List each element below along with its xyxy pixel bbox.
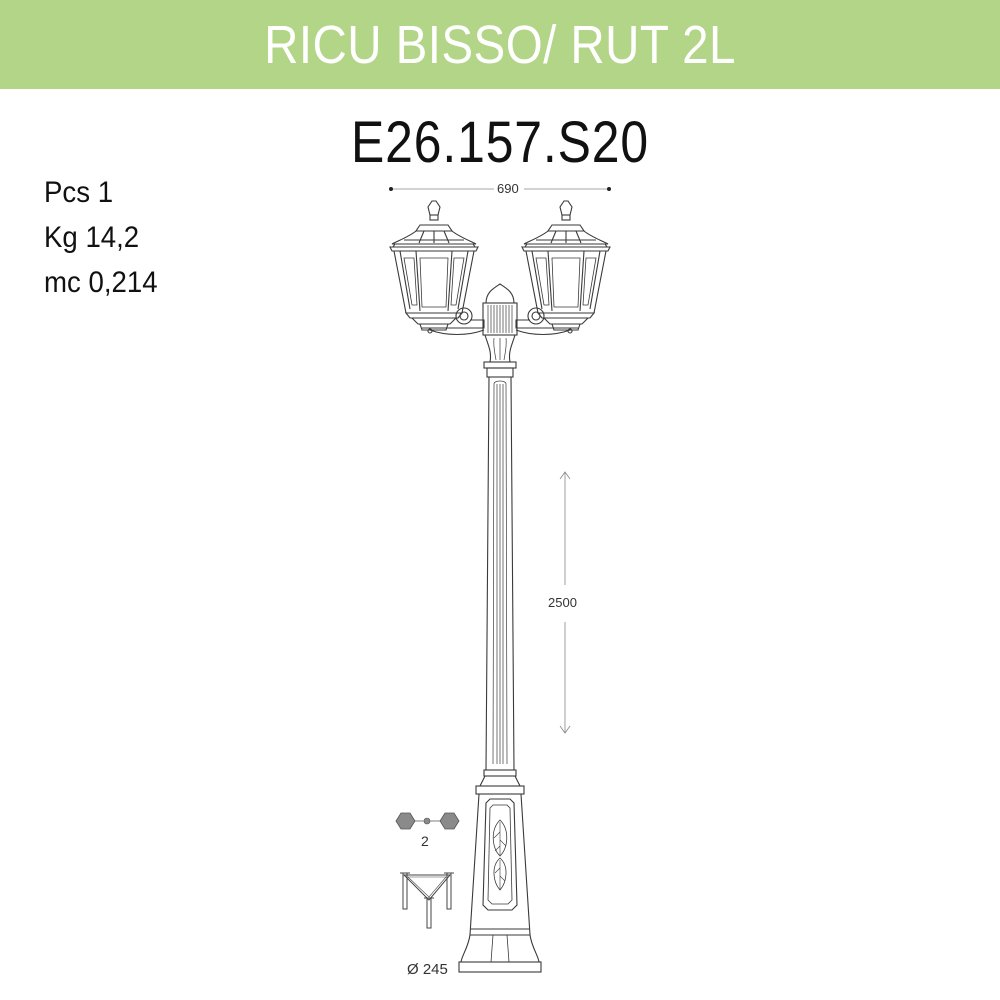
product-title: RICU BISSO/ RUT 2L <box>264 15 736 75</box>
spec-value: 1 <box>97 176 114 209</box>
height-dimension-label: 2500 <box>545 595 580 610</box>
spec-volume: mc 0,214 <box>44 260 158 305</box>
spec-value: 0,214 <box>88 266 158 299</box>
header-band <box>0 0 1000 89</box>
anchor-tripod-icon <box>400 872 454 929</box>
width-dimension-label: 690 <box>494 181 522 196</box>
spec-pieces: Pcs 1 <box>44 170 158 215</box>
width-dimension-line <box>389 187 611 191</box>
base-diameter-label: Ø 245 <box>404 961 451 978</box>
spec-weight: Kg 14,2 <box>44 215 158 260</box>
lamp-count-label: 2 <box>418 833 432 849</box>
spec-value: 14,2 <box>85 221 140 254</box>
spec-label: Kg <box>44 221 78 254</box>
spec-list: Pcs 1 Kg 14,2 mc 0,214 <box>44 170 158 305</box>
spec-label: mc <box>44 266 81 299</box>
right-lantern-icon <box>515 200 611 336</box>
product-code: E26.157.S20 <box>351 110 649 175</box>
two-hexagon-lamps-icon <box>395 812 460 830</box>
height-dimension-line <box>559 471 571 734</box>
pole-shaft <box>485 376 515 771</box>
spec-label: Pcs <box>44 176 91 209</box>
left-lantern-icon <box>389 200 485 336</box>
pole-base <box>458 769 542 973</box>
pole-hub-icon <box>482 283 518 378</box>
